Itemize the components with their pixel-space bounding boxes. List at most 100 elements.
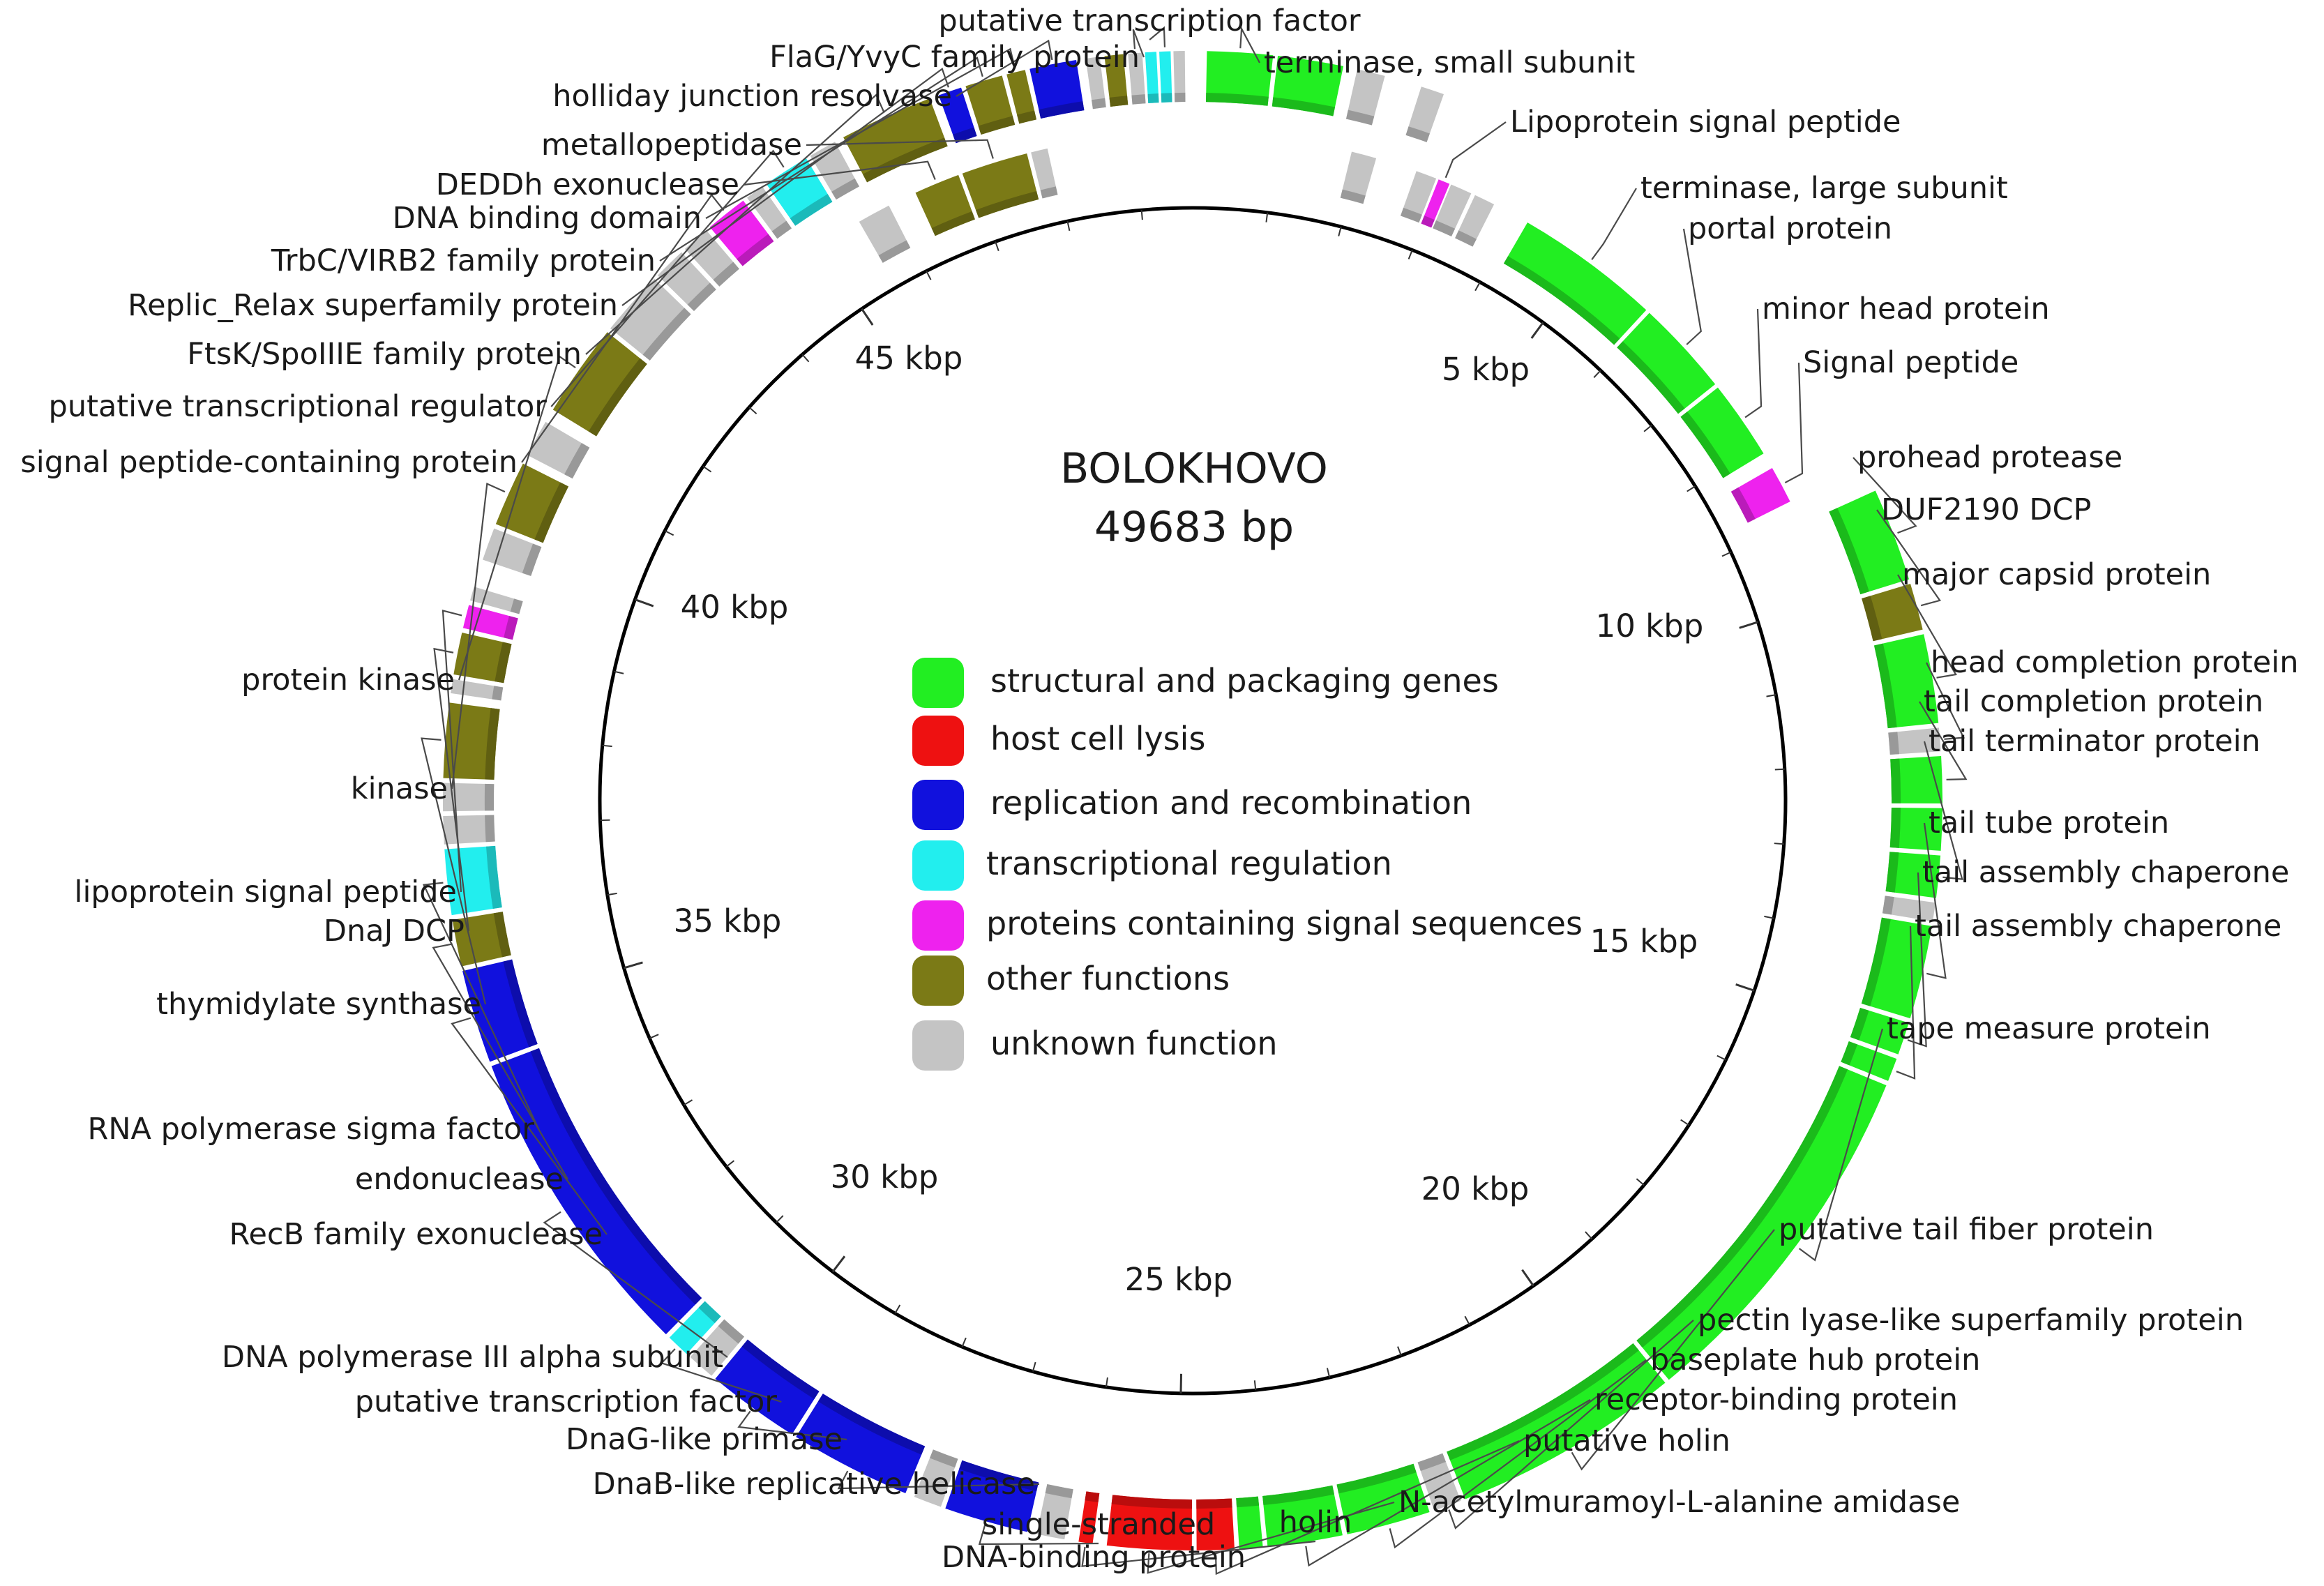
- gene-arc-other: [1104, 54, 1129, 107]
- minor-tick: [1680, 1119, 1689, 1126]
- kbp-tick-labels: 5 kbp 10 kbp 15 kbp 20 kbp 25 kbp 30 kbp…: [674, 340, 1704, 1298]
- gene-arc-structural: [1503, 222, 1647, 345]
- legend-swatch-other: [912, 956, 964, 1006]
- gene-arc-unknown: [1036, 1484, 1073, 1540]
- gene-label: kinase: [351, 771, 448, 806]
- gene-arc-unknown: [1888, 727, 1941, 755]
- gene-arc-shade: [1730, 487, 1756, 523]
- gene-arc-structural: [1885, 852, 1941, 898]
- leader-line: [1923, 822, 1947, 979]
- gene-arc-shade: [931, 211, 975, 236]
- leader-line: [1571, 1229, 1775, 1471]
- gene-arc-signal: [1421, 179, 1450, 228]
- leader-line: [1853, 457, 1917, 534]
- gene-label: thymidylate synthase: [156, 987, 481, 1022]
- gene-arc-shade: [1401, 207, 1422, 223]
- gene-label: RecB family exonuclease: [229, 1217, 603, 1252]
- gene-arc-other: [1006, 70, 1036, 124]
- gene-arc-shade: [1882, 896, 1894, 915]
- major-tick: [861, 308, 874, 326]
- legend-swatch-replication: [912, 780, 964, 830]
- gene-arc-shade: [930, 1449, 958, 1468]
- gene-label: putative transcriptional regulator: [49, 389, 548, 424]
- gene-arc-shade: [1236, 1496, 1260, 1508]
- major-tick: [1521, 1269, 1534, 1287]
- gene-arc-shade: [1085, 1491, 1100, 1503]
- gene-arc-shade: [713, 262, 739, 287]
- gene-arc-shade: [1503, 256, 1620, 345]
- gene-arc-shade: [510, 598, 523, 614]
- gene-arc-shade: [953, 127, 977, 144]
- gene-arc-shade: [484, 783, 495, 811]
- gene-label: DNA-binding protein: [942, 1540, 1246, 1575]
- minor-tick: [1774, 768, 1785, 771]
- gene-arc-shade: [959, 1460, 1039, 1492]
- gene-arc-shade: [530, 1048, 702, 1305]
- legend-swatch-transcription: [912, 840, 964, 891]
- gene-arc-other: [443, 702, 500, 780]
- gene-arc-shade: [1405, 126, 1430, 142]
- gene-label: putative transcription factor: [938, 3, 1361, 38]
- legend-swatch-unknown: [912, 1020, 964, 1071]
- gene-arc-shade: [1272, 97, 1336, 116]
- gene-label: Signal peptide: [1803, 345, 2019, 380]
- gene-arc-shade: [564, 443, 590, 479]
- gene-arc-shade: [1617, 341, 1685, 414]
- gene-label: holin: [1279, 1505, 1352, 1540]
- gene-arc-shade: [493, 912, 511, 958]
- minor-tick: [1716, 1055, 1726, 1061]
- gene-label: DUF2190 DCP: [1881, 492, 2091, 527]
- gene-arc-shade: [1109, 96, 1129, 107]
- gene-arc-lysis: [1106, 1495, 1192, 1550]
- gene-arc-shade: [878, 240, 911, 263]
- genome-backbone-circle: [598, 206, 1788, 1396]
- tick-label-45kbp: 45 kbp: [855, 340, 963, 377]
- gene-arc-structural: [1206, 51, 1274, 106]
- gene-arc-unknown: [1340, 151, 1377, 204]
- leader-line: [660, 1348, 782, 1403]
- minor-tick: [1338, 226, 1342, 236]
- leader-line: [451, 483, 506, 790]
- gene-arc-shade: [817, 1394, 926, 1455]
- gene-arcs: [443, 51, 1942, 1550]
- minor-tick: [1764, 915, 1774, 919]
- leader-line: [421, 737, 487, 1005]
- leader-line: [1919, 701, 1968, 780]
- minor-tick: [664, 530, 674, 536]
- minor-tick: [1687, 485, 1696, 492]
- gene-label: N-acetylmuramoyl-L-alanine amidase: [1398, 1485, 1960, 1520]
- leader-line: [705, 47, 1016, 219]
- gene-arc-shade: [1336, 1463, 1417, 1494]
- legend: structural and packaging genes host cell…: [912, 658, 1583, 1071]
- gene-arc-unknown: [1173, 51, 1186, 103]
- minor-tick: [1032, 1361, 1036, 1372]
- major-tick: [1739, 621, 1758, 629]
- major-tick: [1530, 322, 1544, 339]
- tick-label-30kbp: 30 kbp: [831, 1158, 939, 1195]
- minor-tick: [614, 670, 624, 674]
- gene-arc-shade: [1433, 220, 1456, 237]
- gene-arc-structural: [1889, 808, 1942, 851]
- gene-arc-shade: [504, 616, 518, 640]
- gene-arc-replication: [796, 1394, 926, 1493]
- gene-label: signal peptide-containing protein: [20, 445, 518, 480]
- minor-tick: [1593, 370, 1601, 379]
- gene-arc-unknown: [1882, 896, 1936, 922]
- gene-label: DnaG-like primase: [566, 1422, 843, 1457]
- leader-line: [1926, 662, 1965, 740]
- gene-arc-shade: [1885, 852, 1899, 893]
- minor-tick: [801, 354, 810, 363]
- gene-arc-signal: [462, 605, 518, 640]
- gene-label: tail assembly chaperone: [1922, 855, 2289, 890]
- gene-label: tail assembly chaperone: [1915, 909, 2281, 944]
- leader-line: [1389, 1359, 1647, 1549]
- gene-arc-shade: [831, 178, 859, 200]
- minor-tick: [995, 241, 999, 251]
- major-tick: [624, 961, 643, 969]
- gene-label: terminase, small subunit: [1264, 45, 1635, 80]
- gene-arc-replication: [491, 1048, 702, 1335]
- major-tick: [1735, 983, 1755, 992]
- gene-label: holliday junction resolvase: [552, 79, 952, 114]
- gene-arc-shade: [485, 845, 502, 909]
- leader-line: [1744, 308, 1763, 418]
